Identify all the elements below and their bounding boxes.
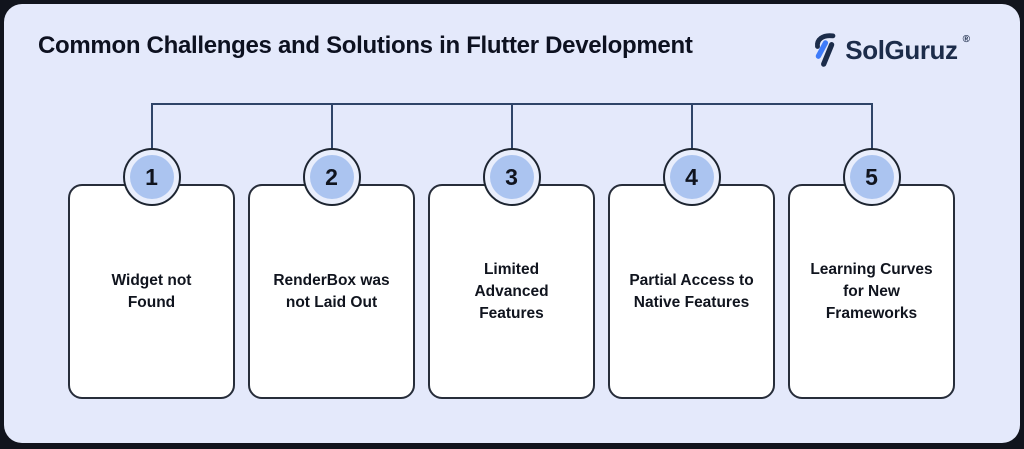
challenge-column-5: Learning Curves for New Frameworks 5: [788, 103, 955, 405]
challenge-label: Partial Access to Native Features: [629, 271, 754, 311]
connector-vertical-line: [330, 103, 333, 151]
step-number: 3: [489, 155, 534, 199]
page-title: Common Challenges and Solutions in Flutt…: [38, 32, 693, 59]
connector-vertical-line: [690, 103, 693, 151]
challenge-column-2: RenderBox was not Laid Out 2: [248, 103, 415, 405]
connector-vertical-line: [870, 103, 873, 151]
connector-vertical-line: [150, 103, 153, 151]
challenge-card: Partial Access to Native Features: [608, 184, 775, 399]
step-number: 5: [849, 155, 894, 199]
content-panel: Common Challenges and Solutions in Flutt…: [4, 4, 1020, 443]
step-number: 4: [669, 155, 714, 199]
step-number: 1: [129, 155, 174, 199]
challenge-label: Widget not Found: [111, 271, 192, 311]
challenges-diagram: Widget not Found 1 RenderBox was not Lai…: [4, 4, 1020, 443]
step-badge: 3: [482, 148, 541, 206]
step-badge: 1: [122, 148, 181, 206]
step-badge: 5: [842, 148, 901, 206]
registered-trademark-mark: ®: [962, 34, 970, 45]
solguruz-lightning-s-icon: [810, 32, 840, 68]
connector-vertical-line: [510, 103, 513, 151]
challenge-label: RenderBox was not Laid Out: [273, 271, 390, 311]
step-number: 2: [309, 155, 354, 199]
step-badge: 2: [302, 148, 361, 206]
step-badge: 4: [662, 148, 721, 206]
challenge-card: Limited Advanced Features: [428, 184, 595, 399]
challenge-column-3: Limited Advanced Features 3: [428, 103, 595, 405]
brand-logo: SolGuruz ®: [810, 32, 970, 68]
challenge-card: RenderBox was not Laid Out: [248, 184, 415, 399]
challenge-label: Learning Curves for New Frameworks: [810, 260, 933, 322]
brand-name: SolGuruz: [845, 34, 958, 65]
challenge-card: Learning Curves for New Frameworks: [788, 184, 955, 399]
challenge-label: Limited Advanced Features: [474, 260, 549, 322]
challenge-column-1: Widget not Found 1: [68, 103, 235, 405]
challenge-card: Widget not Found: [68, 184, 235, 399]
challenge-column-4: Partial Access to Native Features 4: [608, 103, 775, 405]
